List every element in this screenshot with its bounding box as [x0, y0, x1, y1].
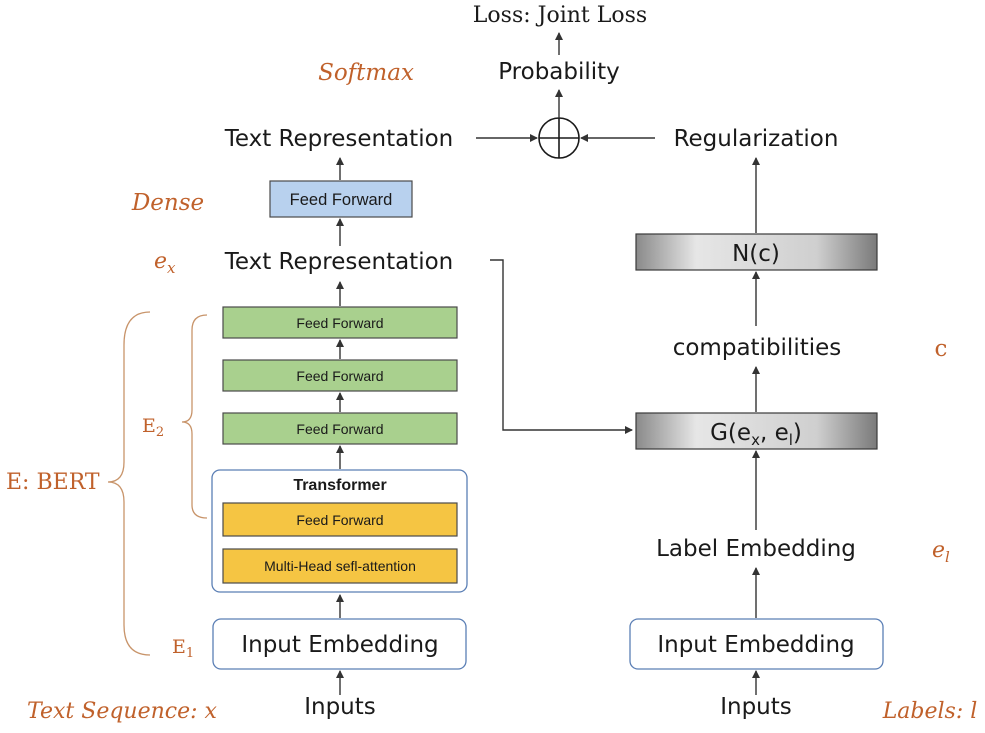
- g-label: G(ex, el): [710, 420, 802, 449]
- e1-label: E1: [172, 636, 194, 661]
- inputs-left-label: Inputs: [304, 694, 376, 720]
- text-representation-mid: Text Representation: [224, 249, 454, 275]
- multi-head-attention-label: Multi-Head sefl-attention: [264, 558, 416, 574]
- feed-forward-green-3-label: Feed Forward: [296, 421, 383, 437]
- feed-forward-dense-label: Feed Forward: [290, 191, 393, 209]
- feed-forward-yellow: [222, 502, 458, 537]
- input-embedding-right-box: [629, 618, 884, 670]
- e2-bracket: [181, 314, 208, 519]
- c-label: c: [935, 336, 948, 362]
- label-embedding-label: Label Embedding: [656, 536, 856, 562]
- text-sequence-label: Text Sequence: x: [27, 699, 218, 724]
- feed-forward-green-1-label: Feed Forward: [296, 315, 383, 331]
- feed-forward-green-2-label: Feed Forward: [296, 368, 383, 384]
- dense-label: Dense: [131, 190, 204, 216]
- feed-forward-dense-box: [269, 180, 413, 218]
- feed-forward-green-2: [222, 359, 458, 392]
- text-representation-top: Text Representation: [224, 126, 454, 152]
- softmax-label: Softmax: [318, 60, 414, 86]
- feed-forward-green-3: [222, 412, 458, 445]
- probability-label: Probability: [498, 59, 620, 85]
- labels-label: Labels: l: [882, 699, 978, 724]
- g-box: [635, 412, 878, 450]
- n-c-box: [635, 233, 878, 271]
- n-c-label: N(c): [732, 241, 780, 267]
- inputs-right-label: Inputs: [720, 694, 792, 720]
- feed-forward-yellow-label: Feed Forward: [296, 512, 383, 528]
- e2-label: E2: [142, 415, 164, 440]
- loss-label: Loss: Joint Loss: [473, 3, 647, 28]
- compatibilities-label: compatibilities: [673, 335, 842, 361]
- input-embedding-left-box: [212, 618, 467, 670]
- e-bert-bracket: [107, 311, 151, 656]
- e-x-label: ex: [154, 249, 176, 277]
- multi-head-attention-box: [222, 548, 458, 584]
- input-embedding-left-label: Input Embedding: [241, 632, 438, 658]
- input-embedding-right-label: Input Embedding: [657, 632, 854, 658]
- edge-textrep-to-g: [490, 259, 633, 434]
- e-bert-label: E: BERT: [6, 470, 100, 495]
- circle-plus-icon: [538, 117, 580, 159]
- transformer-title: Transformer: [293, 477, 386, 494]
- e-l-label: el: [932, 538, 950, 566]
- feed-forward-green-1: [222, 306, 458, 339]
- regularization-label: Regularization: [674, 126, 839, 152]
